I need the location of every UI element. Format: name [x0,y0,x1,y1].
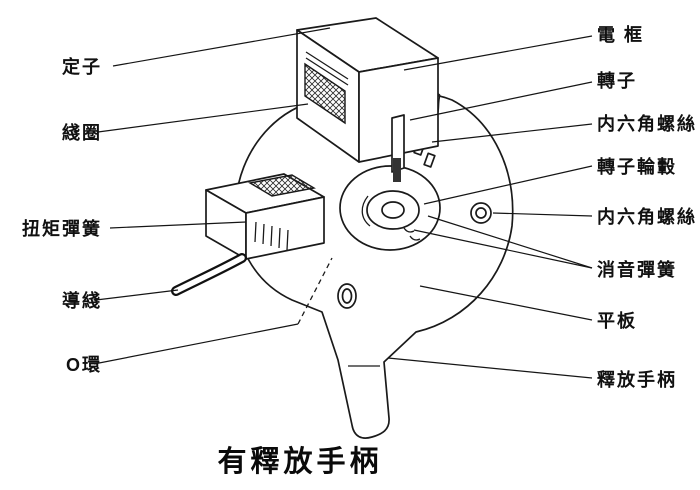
leader-damper-2 [413,229,593,269]
diagram-caption: 有釋放手柄 [217,446,383,478]
leader-lead-wire [95,289,179,301]
label-coil: 綫圈 [62,123,102,143]
label-hex-screw-side: 内六角螺絲 [597,207,697,227]
lead-wire [171,253,247,296]
electric-frame-box [296,17,439,182]
o-ring-dashed-line [297,257,333,325]
label-hex-screw-top: 内六角螺絲 [597,114,697,134]
leader-hex-screw-top [431,123,593,143]
leader-stator [112,27,331,67]
leader-rotor [409,81,593,121]
label-torque-spring: 扭矩彈簧 [22,219,102,239]
label-rotor: 轉子 [597,71,637,91]
leader-rotor-hub [423,165,593,205]
damper-springs [403,227,421,241]
label-lead-wire: 導綫 [62,291,102,311]
label-damper-spring: 消音彈簧 [597,260,677,280]
plate-hole-bottom [337,283,357,309]
leader-release-handle [387,357,593,379]
rotor-hub-group [339,165,441,251]
stator-coil-hatch [304,62,346,125]
label-stator: 定子 [62,57,102,77]
torque-spring-coils [254,221,289,251]
screw-hole-right [470,202,492,224]
rotor-piece [391,114,405,182]
label-rotor-hub: 轉子輪轂 [597,157,677,177]
label-release-handle: 釋放手柄 [597,370,677,390]
leader-electric-frame [403,35,593,71]
leader-lines [93,27,593,379]
label-o-ring: O環 [65,355,102,375]
label-electric-frame: 電 框 [597,25,645,45]
torque-spring-box [205,173,325,260]
leader-hex-screw-side [492,212,593,217]
leader-torque-spring [109,221,247,229]
leader-coil [97,103,309,133]
leader-o-ring [93,323,299,365]
leader-damper-1 [427,215,593,269]
torque-coil-hatch [248,174,316,197]
leader-flat-plate [419,285,593,321]
label-flat-plate: 平板 [597,311,637,331]
